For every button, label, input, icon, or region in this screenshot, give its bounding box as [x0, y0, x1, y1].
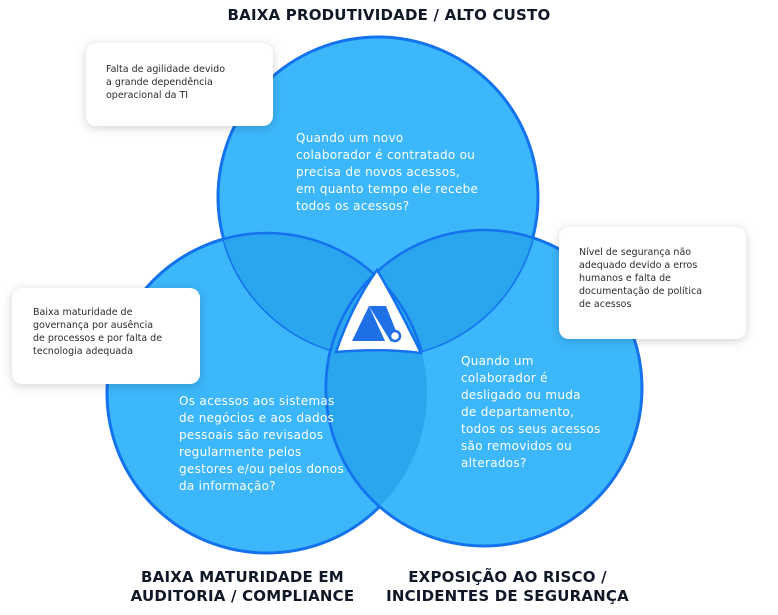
heading-top: BAIXA PRODUTIVIDADE / ALTO CUSTO [227, 6, 551, 24]
note-text-top-left: Falta de agilidade devido a grande depen… [106, 64, 226, 101]
note-card-right: Nível de segurança não adequado devido a… [559, 227, 746, 339]
heading-left: BAIXA MATURIDADE EM AUDITORIA / COMPLIAN… [130, 568, 355, 605]
note-card-left: Baixa maturidade de governança por ausên… [12, 288, 200, 384]
question-left: Os acessos aos sistemas de negócios e ao… [179, 394, 345, 493]
note-card-top-left: Falta de agilidade devido a grande depen… [86, 43, 273, 126]
brand-logo-icon [352, 306, 402, 343]
question-right: Quando um colaborador é desligado ou mud… [461, 354, 601, 470]
question-top: Quando um novo colaborador é contratado … [296, 131, 479, 213]
note-text-left: Baixa maturidade de governança por ausên… [33, 307, 163, 357]
overlap-top-right [326, 230, 538, 357]
heading-right: EXPOSIÇÃO AO RISCO / INCIDENTES DE SEGUR… [386, 568, 629, 605]
note-text-right: Nível de segurança não adequado devido a… [579, 247, 703, 310]
